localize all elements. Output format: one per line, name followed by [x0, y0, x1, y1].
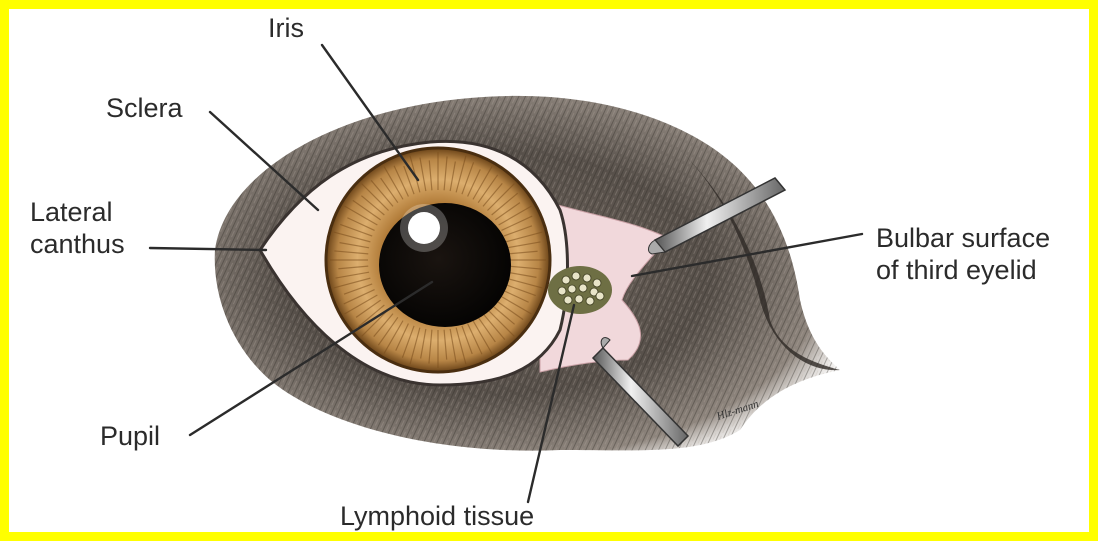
label-iris: Iris: [268, 12, 304, 44]
lymphoid-follicle: [596, 292, 604, 300]
label-lateral-canthus: Lateral canthus: [30, 196, 125, 260]
lymphoid-follicle: [564, 296, 572, 304]
label-pupil: Pupil: [100, 420, 160, 452]
label-bulbar-surface: Bulbar surface of third eyelid: [876, 222, 1050, 286]
lymphoid-follicle: [562, 276, 570, 284]
lymphoid-follicle: [568, 285, 576, 293]
lymphoid-follicle: [593, 279, 601, 287]
lymphoid-follicle: [583, 274, 591, 282]
lymphoid-follicle: [586, 297, 594, 305]
label-sclera: Sclera: [106, 92, 183, 124]
lymphoid-follicle: [579, 284, 587, 292]
label-lymphoid-tissue: Lymphoid tissue: [340, 500, 534, 532]
lymphoid-follicle: [572, 272, 580, 280]
lymphoid-follicle: [575, 295, 583, 303]
lymphoid-follicle: [558, 287, 566, 295]
